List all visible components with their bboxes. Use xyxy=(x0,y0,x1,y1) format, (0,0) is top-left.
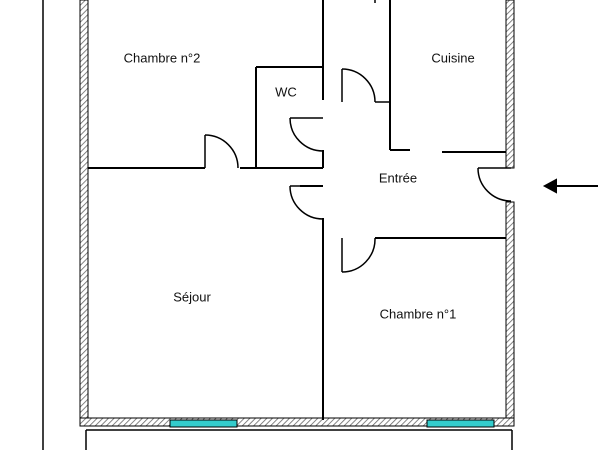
window-chambre1 xyxy=(426,419,495,428)
arrow-left-icon xyxy=(542,178,598,194)
balcony-outline xyxy=(85,429,513,450)
room-label-cuisine: Cuisine xyxy=(431,50,475,66)
room-label-wc: WC xyxy=(275,84,297,100)
right-exterior-wall-upper xyxy=(505,0,515,169)
bottom-exterior-wall xyxy=(79,417,515,427)
room-label-entree: Entrée xyxy=(378,170,418,186)
left-exterior-wall xyxy=(79,0,89,425)
room-label-chambre2: Chambre n°2 xyxy=(123,50,201,66)
right-exterior-wall-lower xyxy=(505,201,515,425)
room-label-sejour: Séjour xyxy=(173,289,211,305)
door-swings xyxy=(204,68,512,273)
window-sejour xyxy=(169,419,238,428)
room-label-chambre1: Chambre n°1 xyxy=(379,306,457,322)
